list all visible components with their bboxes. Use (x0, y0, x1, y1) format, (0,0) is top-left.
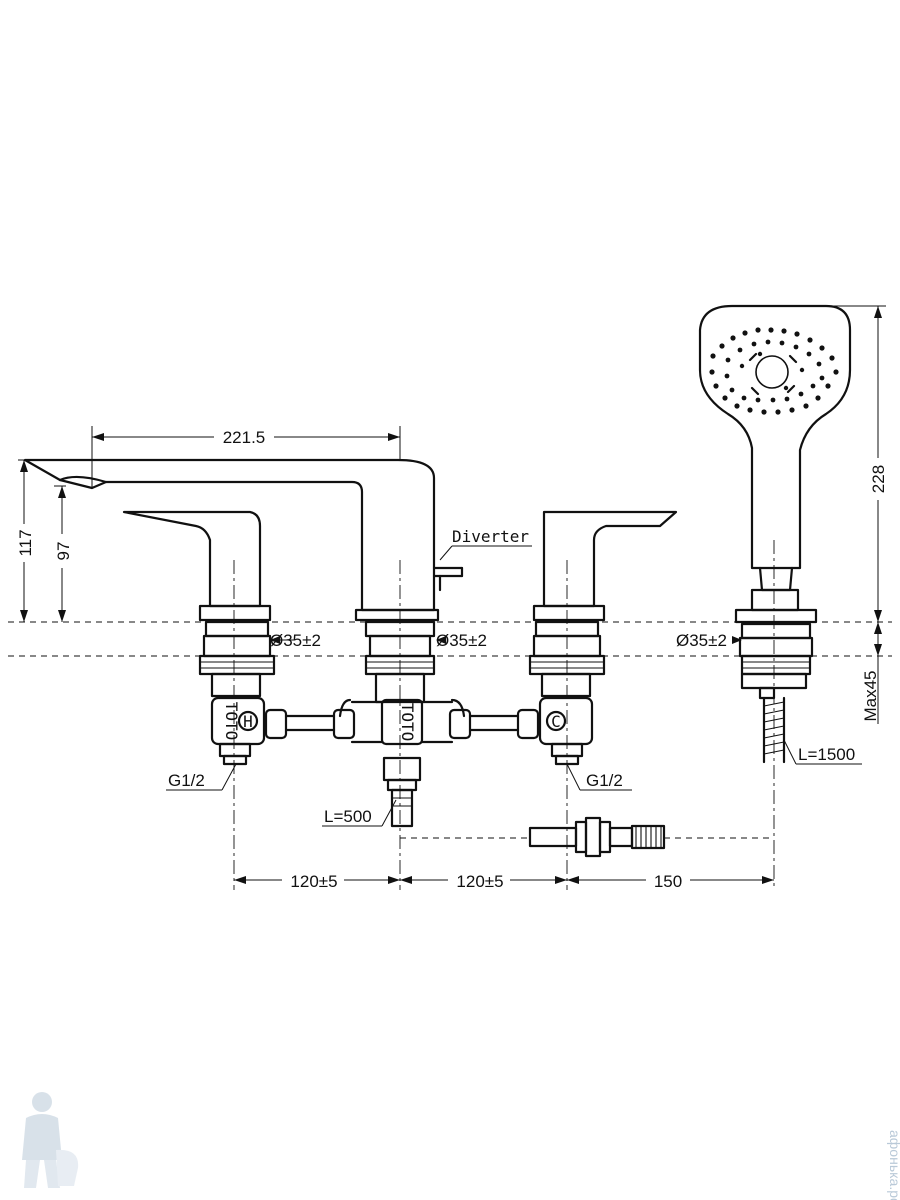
hole-diameter-right-label: Ø35±2 (676, 631, 727, 650)
spout (23, 458, 440, 704)
connection-right-callout: G1/2 (566, 763, 632, 791)
hand-shower (698, 304, 852, 764)
outlet-height-label: 97 (54, 542, 73, 561)
hole-diameter-center: Ø35±2 (436, 631, 487, 650)
dimension-shower-height: 228 (826, 305, 888, 622)
svg-text:H: H (243, 712, 253, 731)
max-deck-label: Max45 (861, 670, 880, 721)
hole-diameter-right: Ø35±2 (676, 631, 742, 650)
dimension-outlet-height: 97 (52, 485, 73, 622)
connection-left-callout: G1/2 (166, 763, 237, 791)
svg-text:TOTO: TOTO (398, 703, 417, 742)
svg-text:TOTO: TOTO (222, 702, 241, 741)
left-valve-body: H TOTO (210, 696, 266, 766)
connection-right-label: G1/2 (586, 771, 623, 790)
svg-text:C: C (551, 712, 561, 731)
shower-height-label: 228 (869, 465, 888, 493)
center-valve-body: TOTO (338, 698, 466, 828)
shower-hose-length-label: L=1500 (798, 745, 855, 764)
dimension-spout-height: 117 (14, 459, 35, 622)
dimension-max-deck: Max45 (861, 622, 882, 724)
spacing-center-right-label: 120±5 (456, 872, 503, 891)
watermark-site: афонька.рф (887, 1130, 900, 1200)
diverter-knob (432, 566, 464, 592)
left-handle (122, 510, 276, 698)
dimension-spout-reach: 221.5 (91, 426, 401, 488)
right-valve-body: C (538, 696, 594, 766)
center-hose-callout: L=500 (322, 799, 397, 827)
hole-diameter-left: Ø35±2 (270, 631, 321, 650)
hole-diameter-left-label: Ø35±2 (270, 631, 321, 650)
spout-reach-label: 221.5 (223, 428, 266, 447)
connection-left-label: G1/2 (168, 771, 205, 790)
shower-hose-callout: L=1500 (783, 739, 862, 765)
center-hose-length-label: L=500 (324, 807, 372, 826)
spacing-left-center-label: 120±5 (290, 872, 337, 891)
diverter-label: Diverter (452, 527, 529, 546)
supply-hose-detail (528, 816, 666, 858)
spout-height-label: 117 (16, 529, 35, 556)
dimension-spacing: 120±5 120±5 150 (234, 837, 774, 891)
watermark-mascot-logo (22, 1092, 79, 1188)
hole-diameter-center-label: Ø35±2 (436, 631, 487, 650)
diverter-callout: Diverter (439, 527, 532, 561)
right-handle (528, 510, 678, 698)
spacing-right-shower-label: 150 (654, 872, 682, 891)
crossover-pipes (264, 708, 540, 740)
